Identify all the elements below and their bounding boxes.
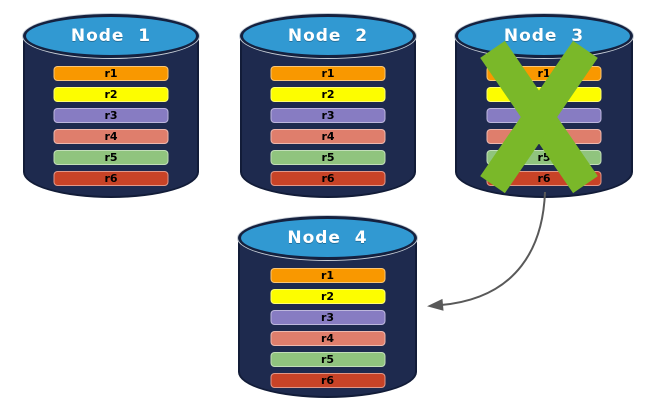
replica-bar-r3: r3 bbox=[270, 310, 385, 325]
replica-bar-r1: r1 bbox=[270, 66, 386, 81]
replica-bar-r3: r3 bbox=[53, 108, 169, 123]
node-2-cylinder: Node 2 r1 r2 r3 r4 r5 r6 bbox=[240, 14, 416, 198]
node-2-replica-list: r1 r2 r3 r4 r5 r6 bbox=[270, 66, 386, 186]
node-1-title: Node 1 bbox=[70, 26, 152, 46]
replica-bar-r5: r5 bbox=[270, 150, 386, 165]
node-4-title: Node 4 bbox=[287, 228, 368, 248]
replica-bar-r6: r6 bbox=[53, 171, 169, 186]
replica-bar-r3: r3 bbox=[270, 108, 386, 123]
failover-arrow-path bbox=[427, 191, 546, 311]
replica-bar-r5: r5 bbox=[53, 150, 169, 165]
node-3-title: Node 3 bbox=[503, 26, 585, 46]
replica-bar-r1: r1 bbox=[270, 268, 385, 283]
replica-bar-r4: r4 bbox=[53, 129, 169, 144]
replica-bar-r1: r1 bbox=[53, 66, 169, 81]
node-4-cylinder: Node 4 r1 r2 r3 r4 r5 r6 bbox=[238, 216, 417, 398]
node-1-cylinder-top: Node 1 bbox=[23, 14, 199, 58]
node-4-replica-list: r1 r2 r3 r4 r5 r6 bbox=[270, 268, 385, 388]
node-3-cylinder-top: Node 3 bbox=[455, 14, 633, 58]
node-1-cylinder: Node 1 r1 r2 r3 r4 r5 r6 bbox=[23, 14, 199, 198]
replica-bar-r2: r2 bbox=[53, 87, 169, 102]
replica-bar-r5: r5 bbox=[270, 352, 385, 367]
replica-bar-r6: r6 bbox=[270, 373, 385, 388]
replica-bar-r6: r6 bbox=[270, 171, 386, 186]
node-1-replica-list: r1 r2 r3 r4 r5 r6 bbox=[53, 66, 169, 186]
node-3-cylinder: Node 3 r1 r2 r3 r4 r5 r6 bbox=[455, 14, 633, 198]
failure-x-icon bbox=[480, 40, 598, 194]
replica-bar-r4: r4 bbox=[270, 331, 385, 346]
replica-bar-r2: r2 bbox=[270, 87, 386, 102]
node-2-cylinder-top: Node 2 bbox=[240, 14, 416, 58]
node-4-cylinder-top: Node 4 bbox=[238, 216, 417, 260]
replica-bar-r2: r2 bbox=[270, 289, 385, 304]
node-2-title: Node 2 bbox=[287, 26, 369, 46]
replica-bar-r4: r4 bbox=[270, 129, 386, 144]
